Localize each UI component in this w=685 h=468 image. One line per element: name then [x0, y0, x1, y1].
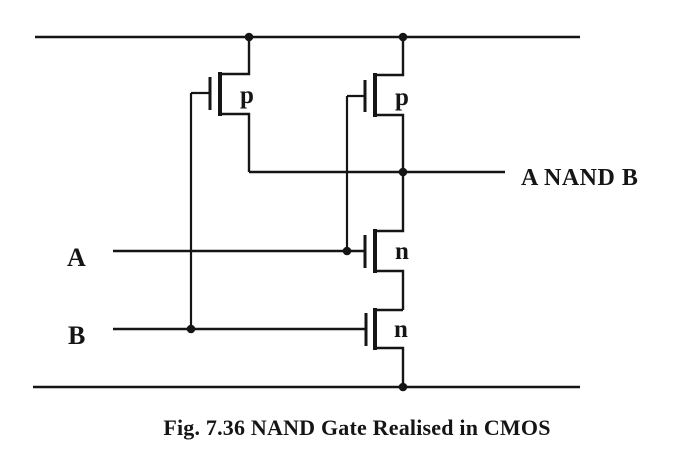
pmos-transistor-1: p: [191, 37, 254, 172]
output-label: A NAND B: [521, 165, 638, 191]
nmos1-label: n: [395, 238, 409, 265]
nmos-transistor-2: n: [364, 308, 408, 387]
junction-dot-input-b: [186, 324, 196, 334]
pmos-transistor-2: p: [347, 37, 409, 172]
junction-dot-input-a: [342, 246, 352, 256]
junction-dot-vdd-left: [244, 32, 254, 42]
input-a-label: A: [67, 243, 86, 272]
junction-dot-vdd-right: [398, 32, 408, 42]
nmos-transistor-1: n: [363, 172, 409, 310]
pmos1-label: p: [240, 82, 254, 109]
input-b-label: B: [68, 321, 85, 350]
pmos2-label: p: [395, 84, 409, 111]
junction-dot-output: [398, 167, 408, 177]
junction-dot-ground: [398, 382, 408, 392]
figure-caption: Fig. 7.36 NAND Gate Realised in CMOS: [163, 415, 550, 440]
nmos2-label: n: [394, 316, 408, 343]
